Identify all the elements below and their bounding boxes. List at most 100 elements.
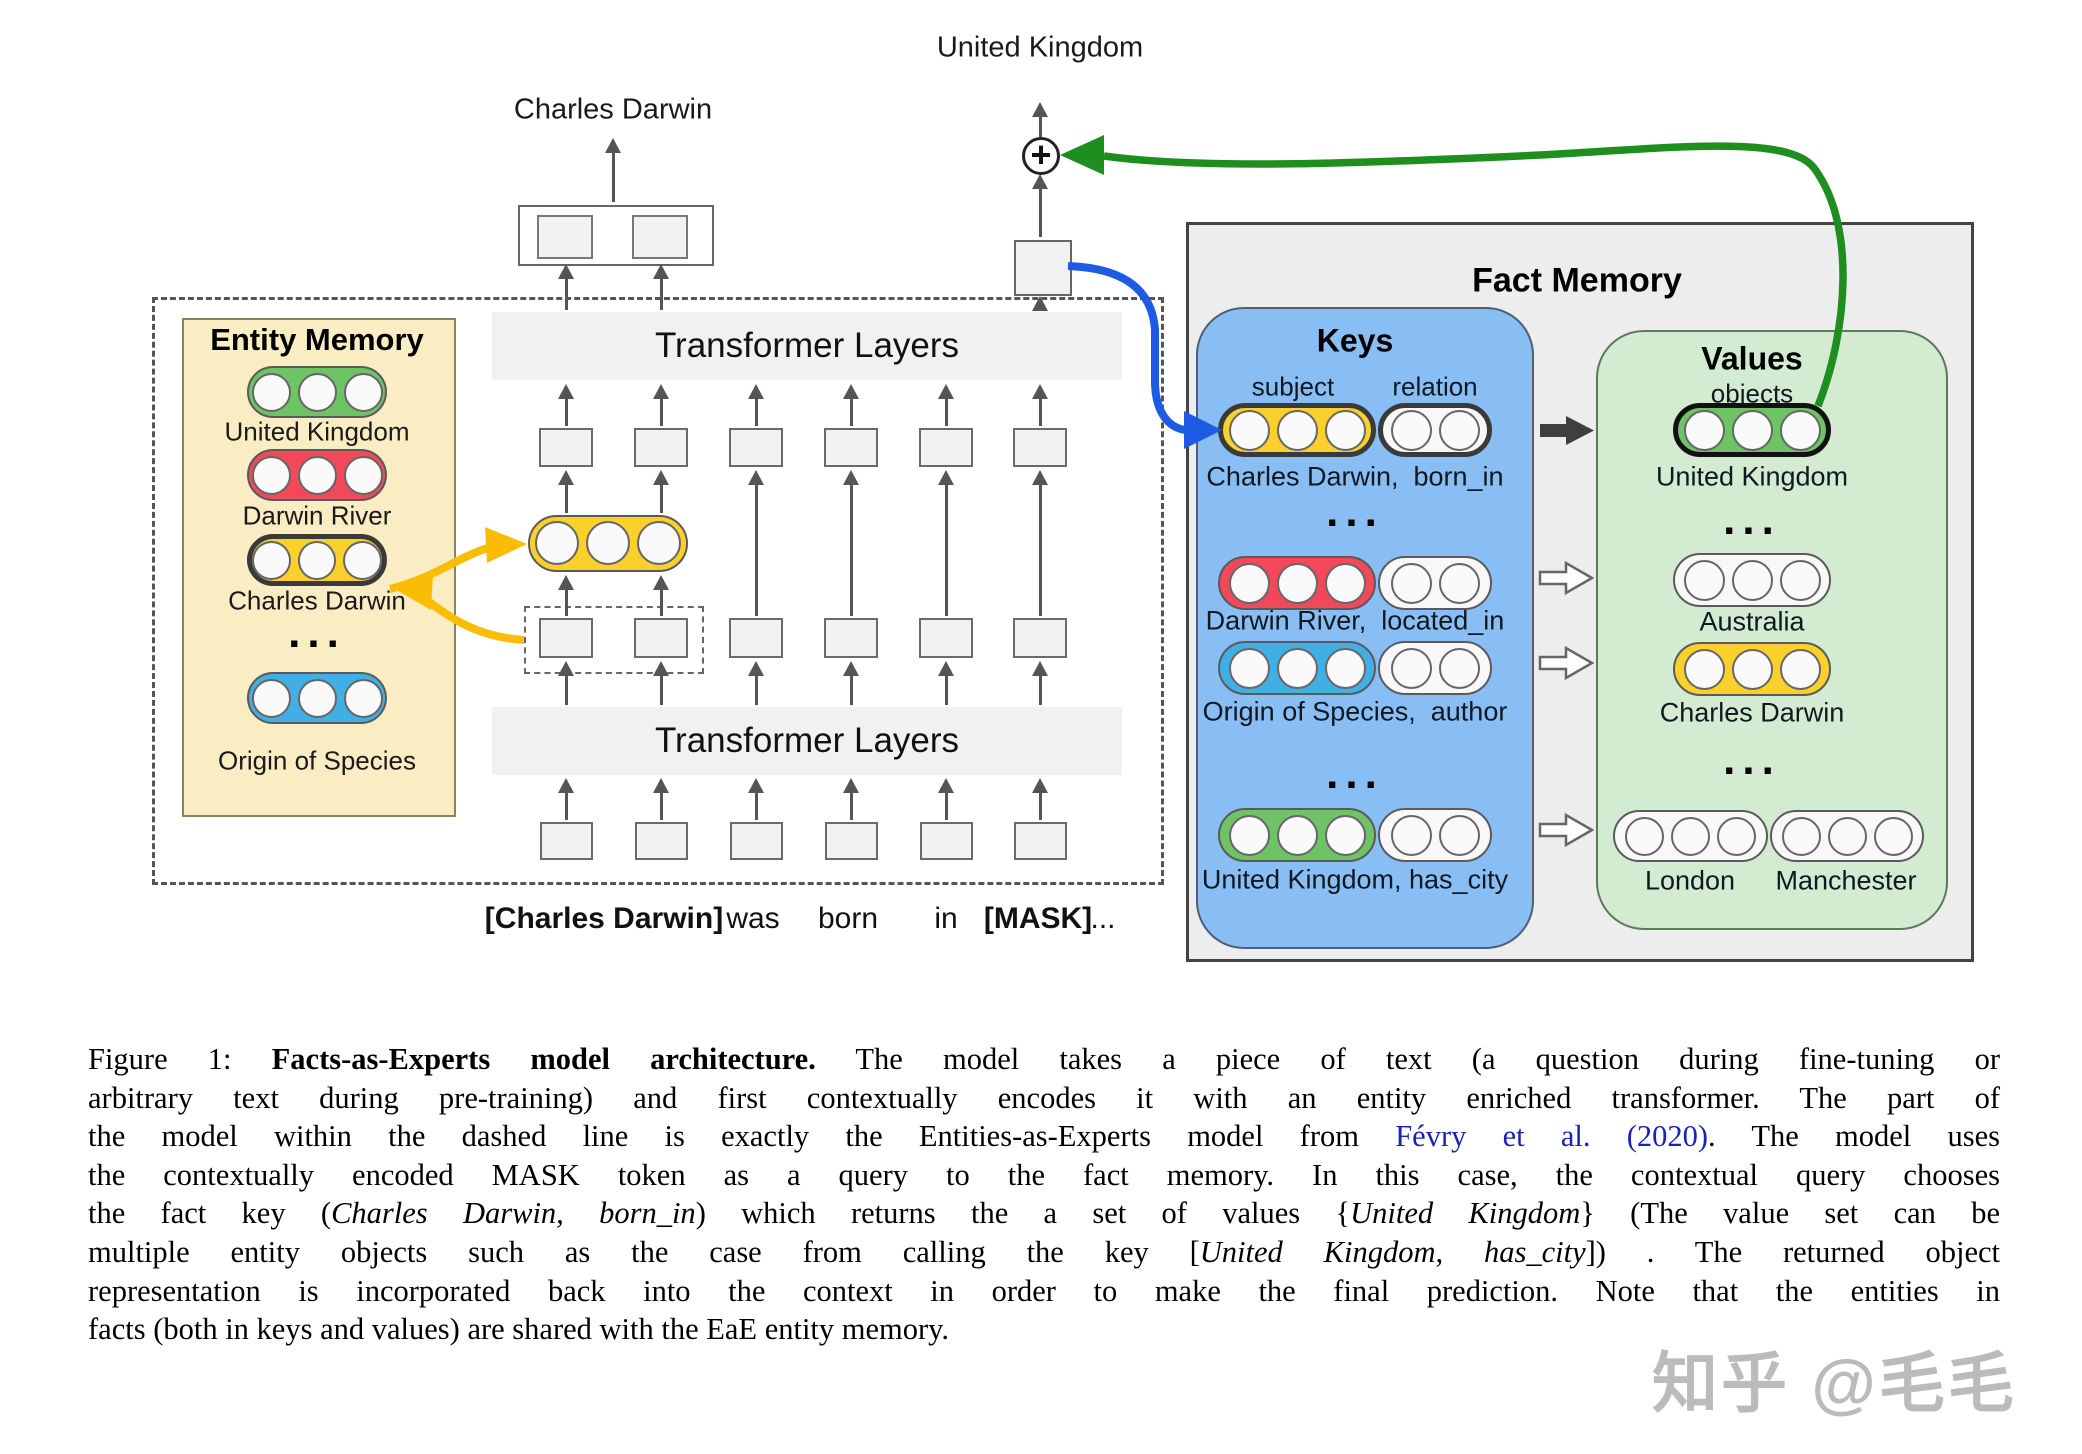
up-arrow-shaft [1038,309,1042,311]
entity-memory-title: Entity Memory [210,322,424,357]
entity-pill-blue [247,672,387,724]
up-arrow-shaft [659,397,663,426]
embedding-circle [1390,409,1432,451]
up-arrow-icon [748,778,764,793]
value-row-label: Manchester [1775,865,1917,896]
caption-text: United Kingdom [1350,1196,1581,1231]
embedding-circle [637,521,681,565]
up-arrow-icon [843,778,859,793]
embedding-circle [1438,814,1480,856]
caption-text: Figure 1: [88,1042,272,1076]
key-subject-pill-yellow [1218,403,1376,457]
up-arrow-icon [1032,296,1048,311]
ellipsis: ... [288,608,346,657]
embedding-circle [1731,409,1773,451]
token-box-upper [919,428,973,467]
embedding-circle [1670,816,1710,856]
embedding-circle [1276,562,1318,604]
up-arrow-icon [748,384,764,399]
up-arrow-icon [748,661,764,676]
caption-text: Facts-as-Experts model architecture. [271,1042,816,1076]
embedding-circle [343,372,383,412]
value-row-label: Australia [1699,606,1805,637]
embedding-circle [586,521,630,565]
embedding-circle [1438,409,1480,451]
token-box-middle [824,618,878,658]
up-arrow-shaft [944,483,948,616]
ellipsis: ... [1326,749,1384,798]
ellipsis: ... [1723,735,1781,784]
token-box-middle [1013,618,1067,658]
token-box-middle [634,618,688,658]
token-box-middle [919,618,973,658]
embedding-circle [297,455,337,495]
embedding-circle [1683,648,1725,690]
caption-text: United Kingdom, has_city [1199,1234,1586,1269]
up-arrow-icon [605,138,621,153]
figure-caption: Figure 1: Facts-as-Experts model archite… [88,1040,2000,1349]
key-subject-pill-blue [1218,641,1376,695]
embedding-circle [1781,816,1821,856]
up-arrow-shaft [659,674,663,705]
up-arrow-shaft [659,588,663,616]
key-subject-pill-green [1218,808,1376,862]
embedding-circle [251,372,291,412]
value-row-label: United Kingdom [1655,461,1849,492]
up-arrow-icon [558,384,574,399]
transformer-lower-band [492,707,1122,775]
embedding-circle [1276,647,1318,689]
up-arrow-shaft [849,397,853,426]
key-row-label: Origin of Species, author [1202,696,1508,727]
input-token: ... [1090,902,1116,935]
ellipsis: ... [1326,487,1384,536]
entity-pill-label: United Kingdom [224,416,410,447]
plus-circle-icon: + [1022,137,1060,175]
caption-text: representation is incorporated back into… [88,1273,2000,1308]
keys-col-relation: relation [1392,371,1478,402]
token-box-lower [540,822,593,860]
caption-text: ) which returns the a set of values { [695,1196,1351,1231]
up-arrow-icon [843,384,859,399]
embedding-circle [1276,409,1318,451]
token-box-middle [729,618,783,658]
embedding-circle [343,455,383,495]
embedding-circle [252,540,291,580]
citation-link[interactable]: Févry et al. (2020) [1395,1119,1709,1154]
output-label-united-kingdom: United Kingdom [936,31,1144,64]
value-row-label: Charles Darwin [1659,697,1845,728]
embedding-circle [1324,814,1366,856]
up-arrow-shaft [754,791,758,820]
embedding-circle [1731,648,1773,690]
keys-col-subject: subject [1251,371,1335,402]
embedding-circle [297,678,337,718]
up-arrow-icon [653,470,669,485]
up-arrow-icon [748,470,764,485]
token-box-upper [824,428,878,467]
token-box-lower [825,822,878,860]
embedding-circle [251,455,291,495]
key-relation-pill [1378,403,1492,457]
up-arrow-shaft [944,791,948,820]
value-pill-white_pill [1673,553,1831,607]
token-box-upper [729,428,783,467]
ellipsis: ... [1723,495,1781,544]
embedding-circle [1390,562,1432,604]
embedding-circle [1624,816,1664,856]
input-token: in [934,902,958,935]
entity-token-dashed-group [524,606,704,674]
input-token: born [817,902,879,935]
embedding-circle [1873,816,1913,856]
up-arrow-icon [558,778,574,793]
embedding-circle [1779,648,1821,690]
up-arrow-icon [653,575,669,590]
embedding-circle [1228,647,1270,689]
output-label-charles-darwin: Charles Darwin [513,93,713,126]
up-arrow-shaft [1038,791,1042,820]
caption-line: Figure 1: Facts-as-Experts model archite… [88,1040,2000,1079]
embedding-circle [1779,409,1821,451]
caption-line: representation is incorporated back into… [88,1272,2000,1311]
up-arrow-shaft [849,674,853,705]
embedding-circle [297,372,337,412]
key-relation-pill [1378,556,1492,610]
